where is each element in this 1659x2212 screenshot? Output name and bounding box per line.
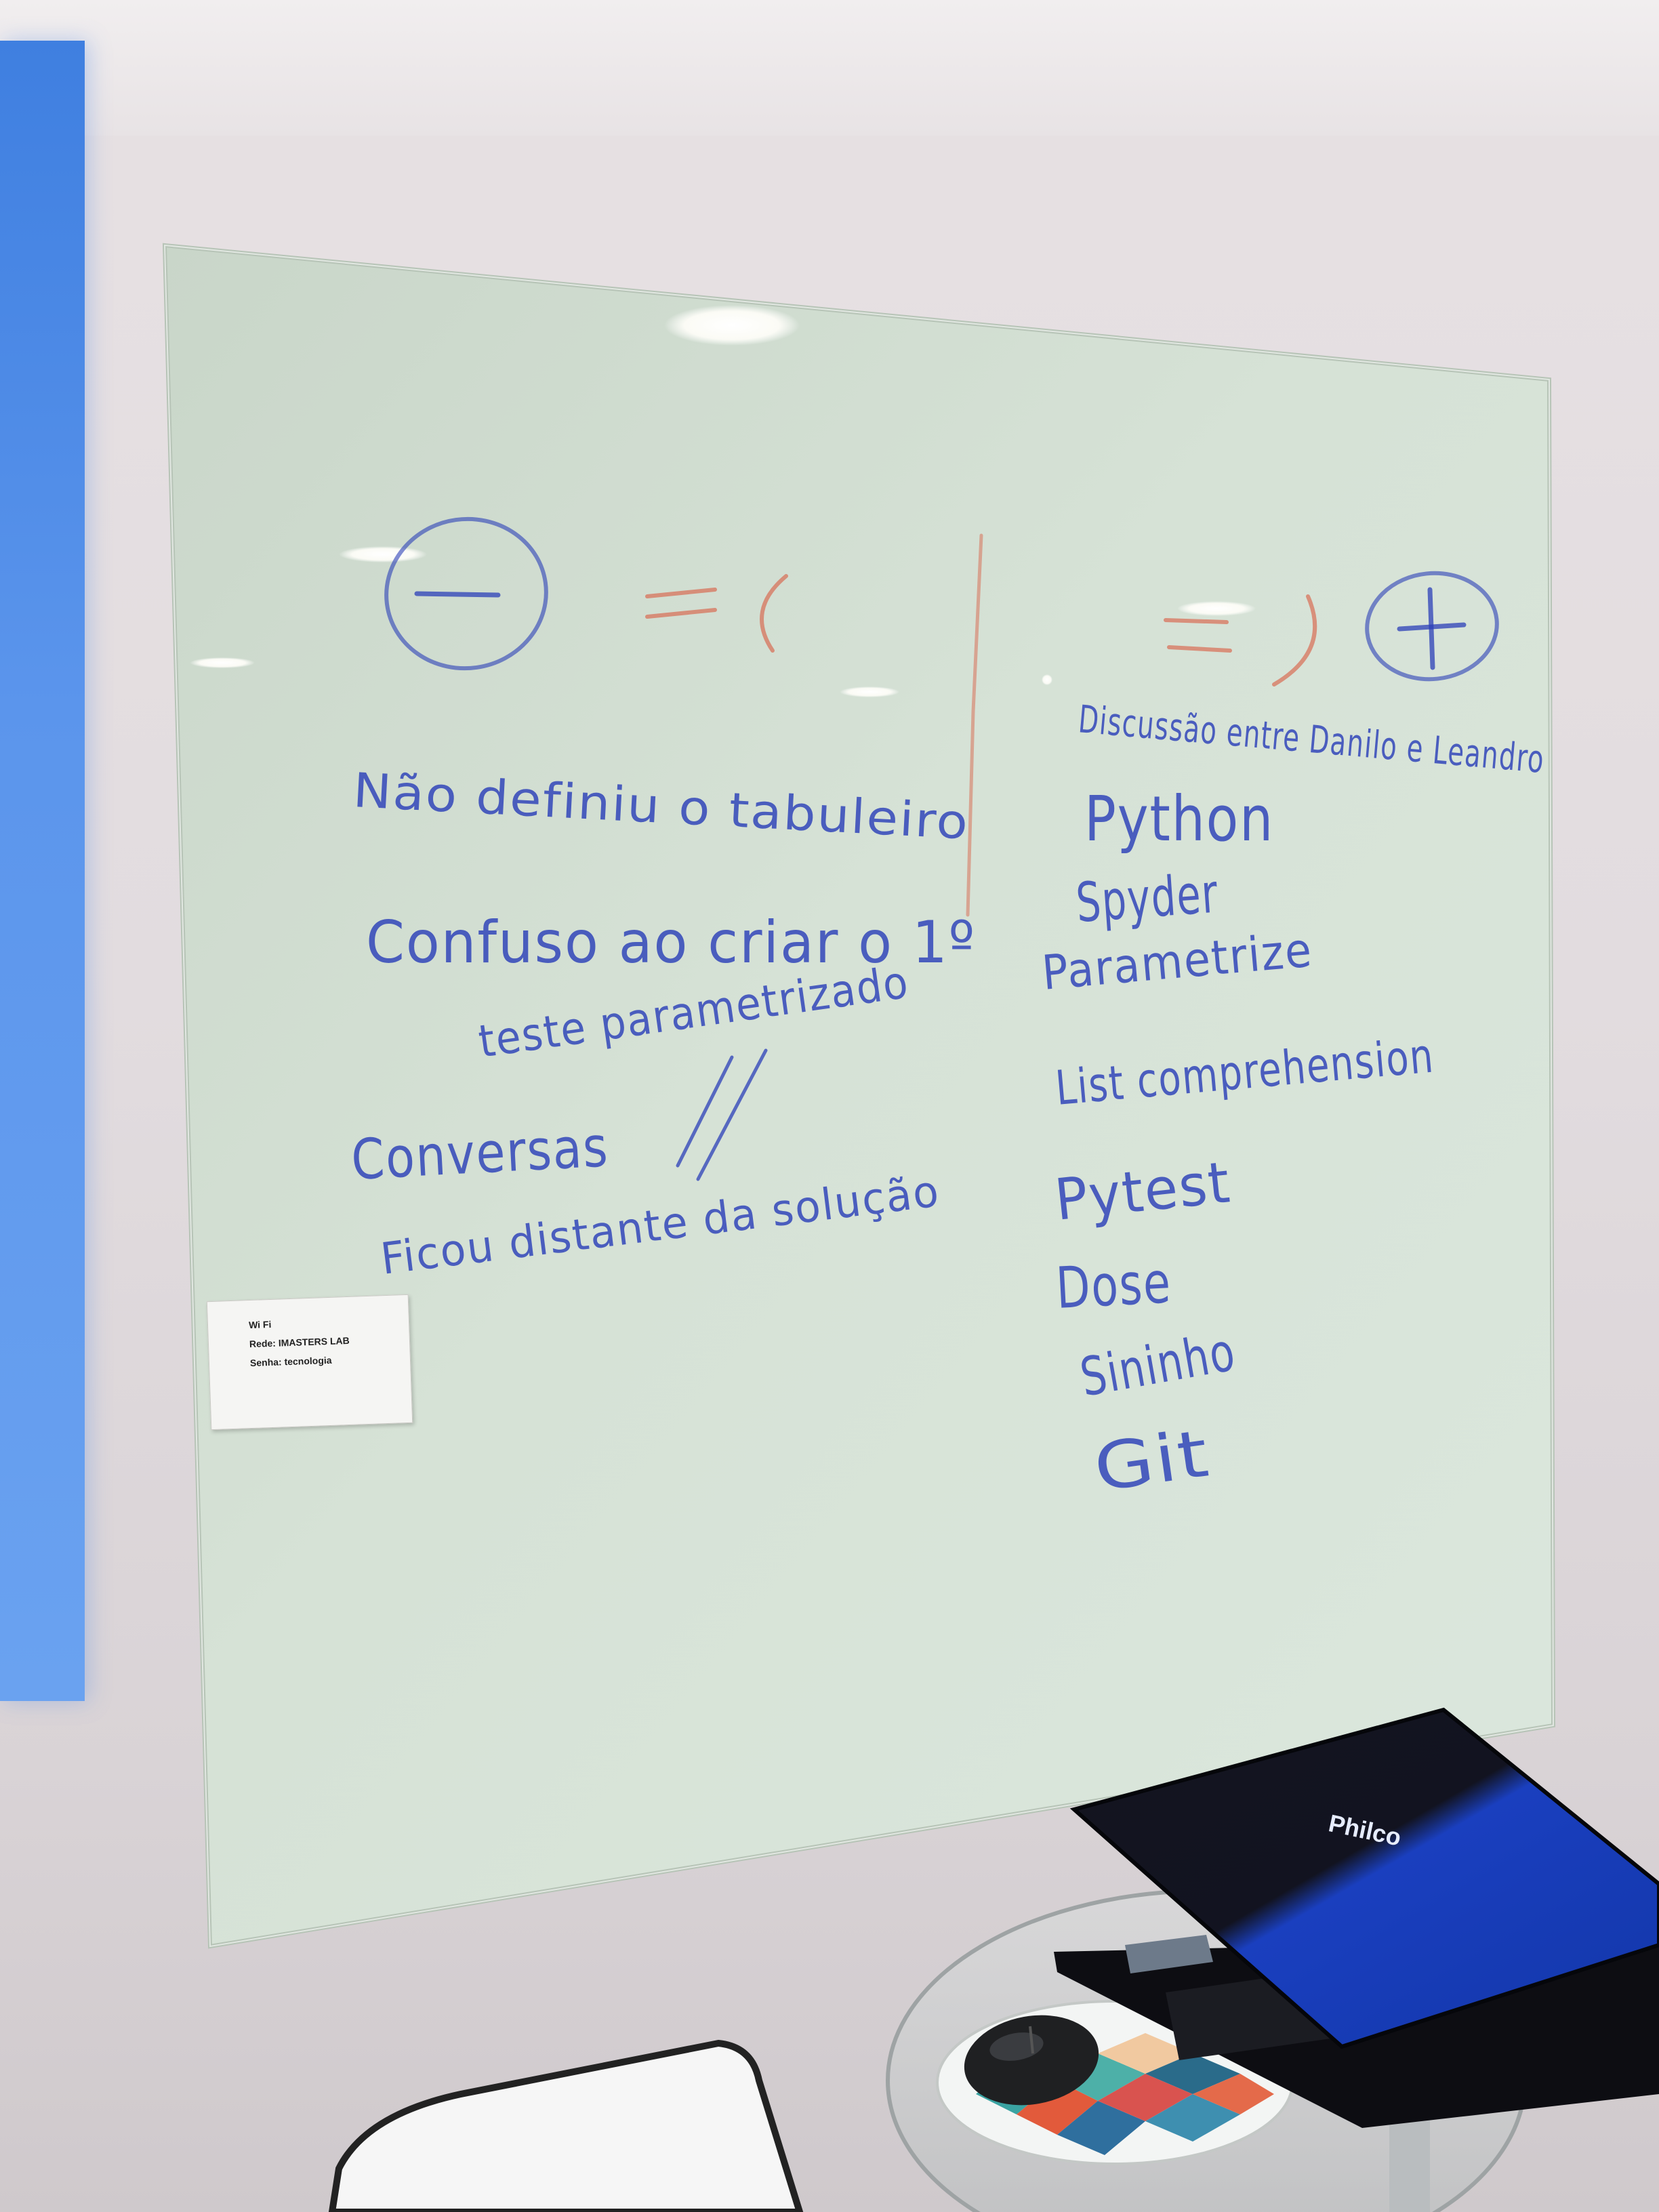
ceiling [0, 0, 1659, 136]
glass-whiteboard [162, 243, 1556, 1949]
minus-header [384, 516, 548, 671]
right-note-9: Git [1090, 1415, 1214, 1507]
sad-face-sketch [645, 574, 788, 653]
left-note-2: Confuso ao criar o 1º [366, 909, 976, 977]
right-note-7: Dose [1054, 1249, 1173, 1322]
light-reflections [190, 305, 1256, 697]
conversation-strokes [676, 1048, 768, 1181]
right-note-2: Python [1084, 783, 1274, 855]
column-divider [966, 533, 983, 917]
happy-face-sketch [1164, 594, 1317, 687]
chair [328, 2039, 804, 2212]
laptop [1054, 1707, 1659, 2128]
left-note-4: Conversas [350, 1115, 610, 1193]
right-note-3: Spyder [1074, 862, 1221, 935]
wifi-note: Wi Fi Rede: IMASTERS LAB Senha: tecnolog… [206, 1294, 413, 1431]
computer-mouse [964, 2015, 1099, 2106]
plus-header [1365, 571, 1499, 682]
projector-screen-edge [0, 41, 85, 1701]
